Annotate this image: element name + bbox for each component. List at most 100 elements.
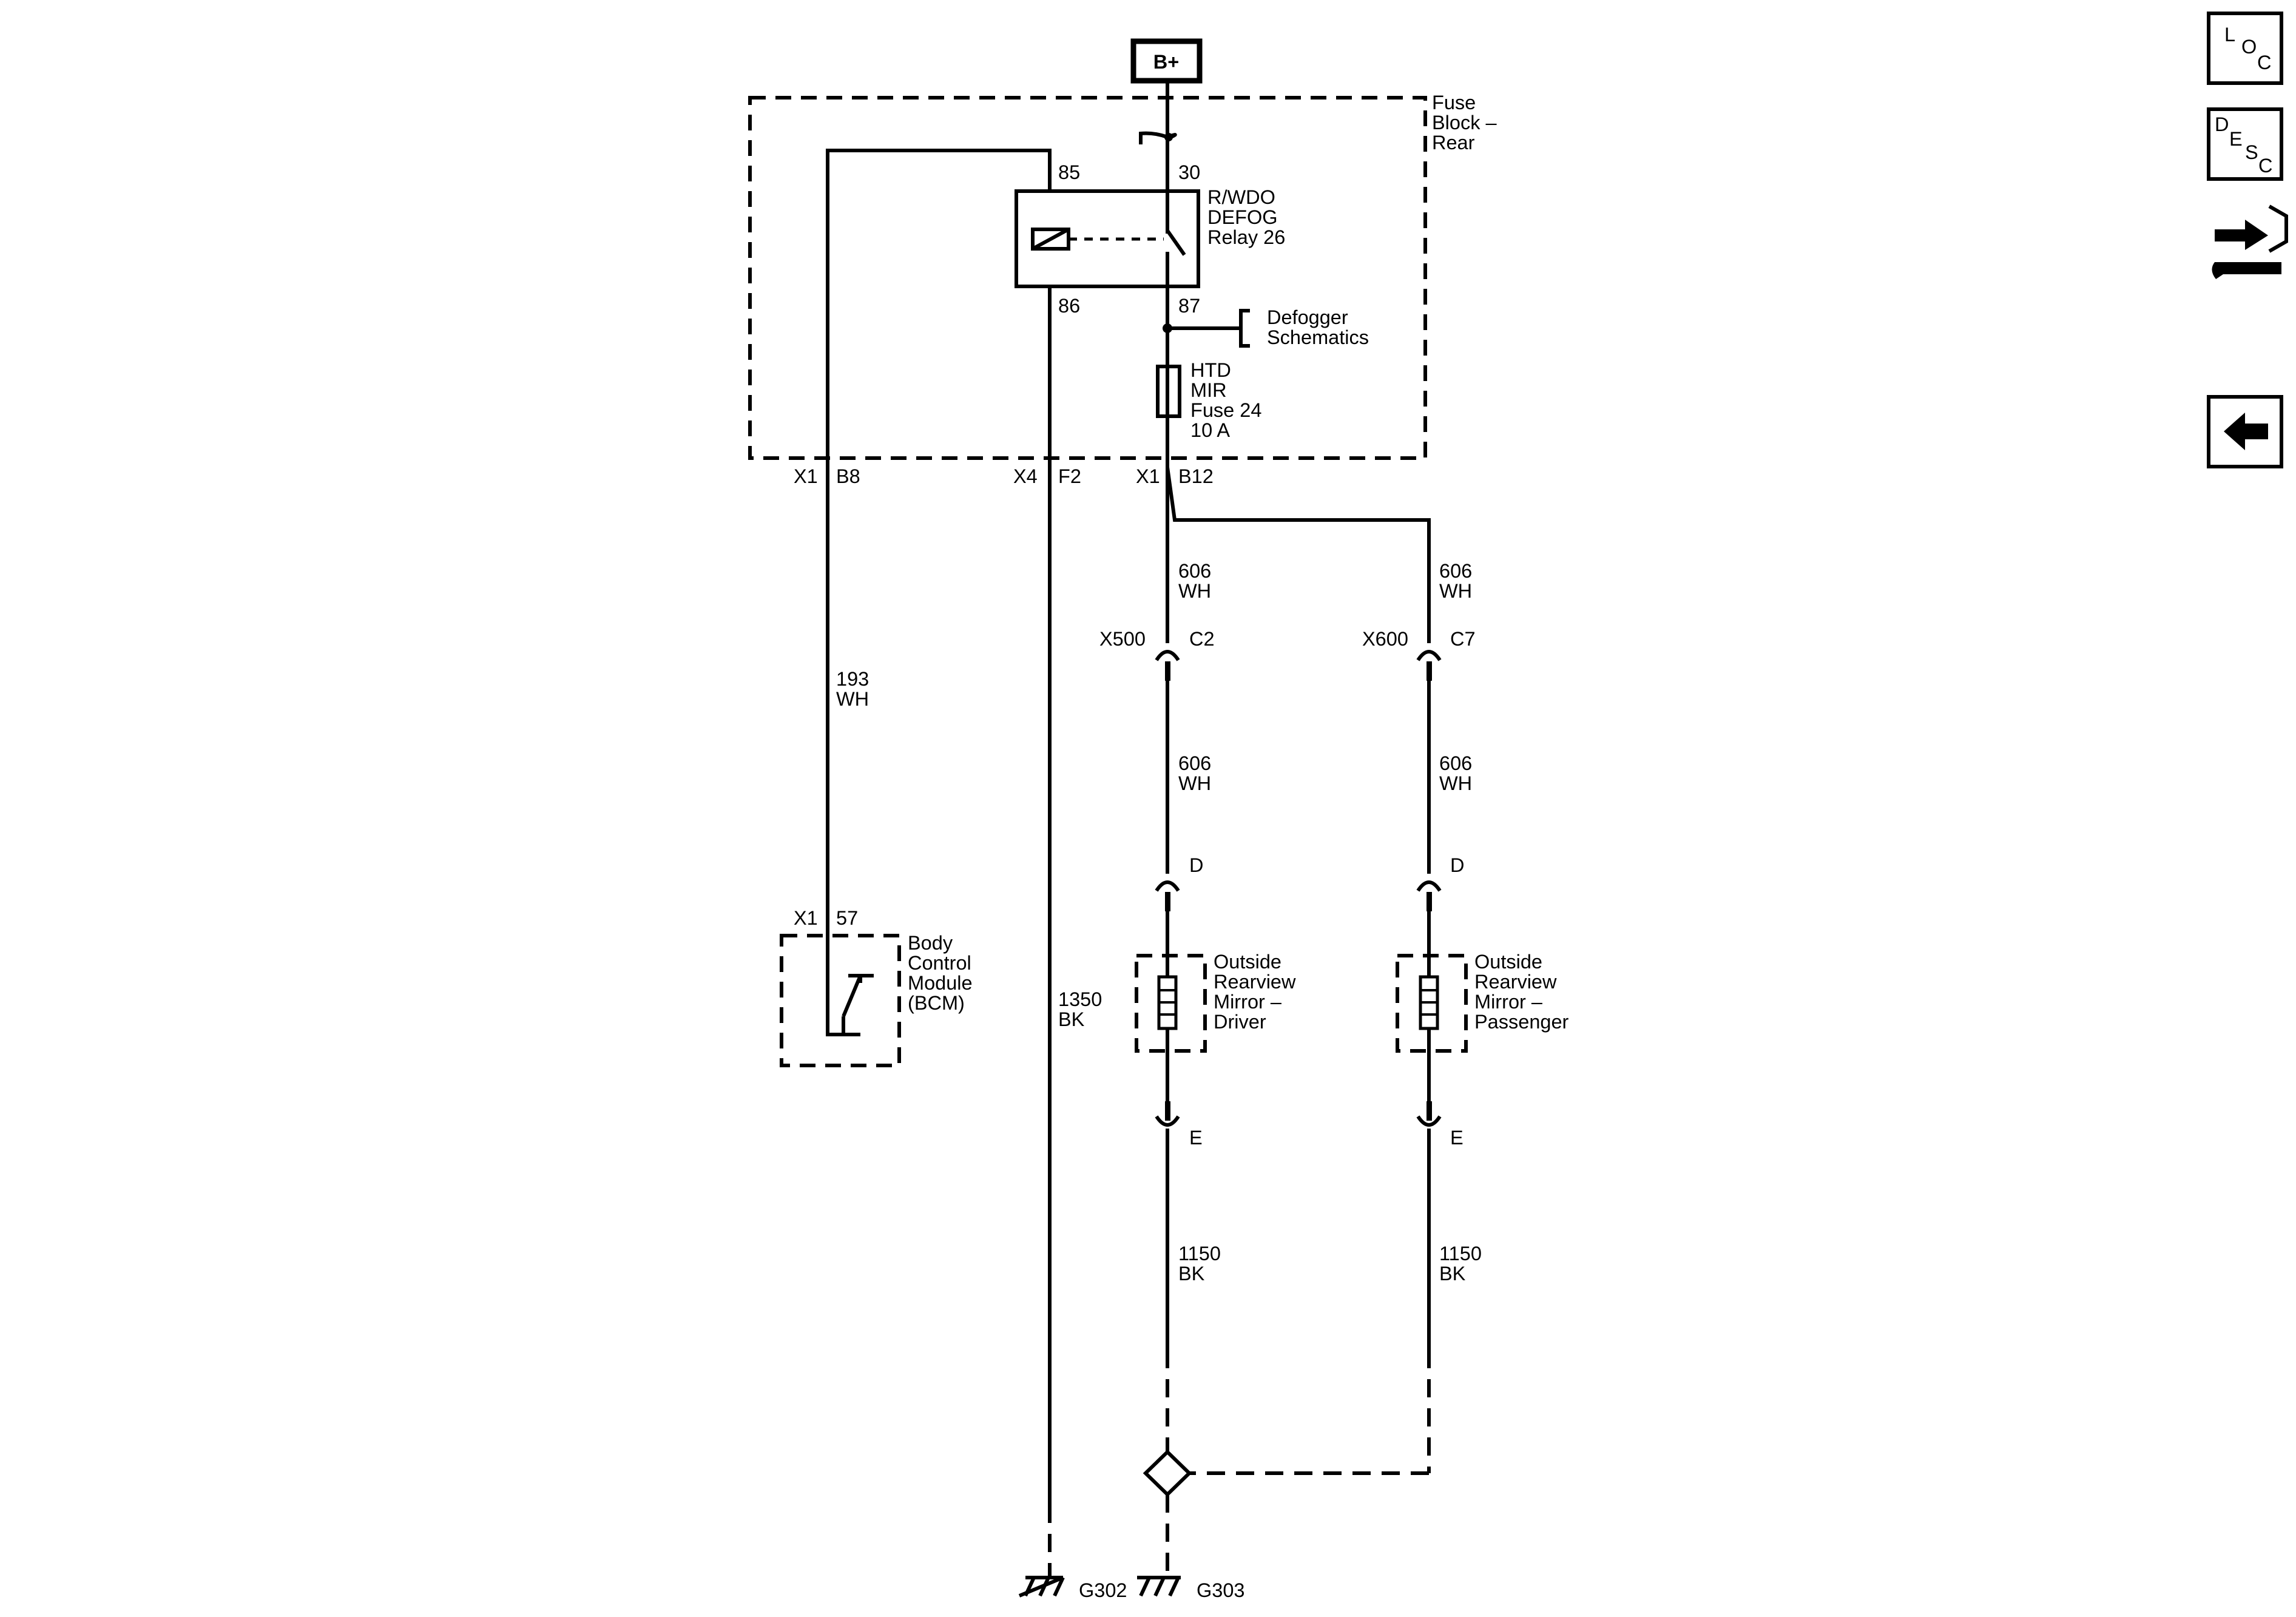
svg-text:G303: G303 — [1197, 1579, 1245, 1601]
svg-text:X1: X1 — [794, 465, 818, 487]
connector-x600: X600 C7 — [1362, 628, 1476, 681]
relay-pin-86: 86 — [1058, 295, 1080, 317]
svg-text:WH: WH — [1439, 580, 1472, 602]
svg-text:Block –: Block – — [1432, 112, 1497, 133]
svg-text:Module: Module — [908, 972, 973, 994]
svg-text:C: C — [2258, 155, 2272, 177]
svg-text:X1: X1 — [794, 907, 818, 929]
svg-text:WH: WH — [1439, 772, 1472, 794]
svg-text:Outside: Outside — [1214, 951, 1281, 973]
fuse-block-rear-label: Fuse Block – Rear — [1432, 92, 1497, 154]
svg-text:10 A: 10 A — [1190, 419, 1230, 441]
svg-text:Passenger: Passenger — [1474, 1011, 1569, 1033]
driver-mirror-connector-d: D — [1155, 854, 1203, 911]
svg-text:193: 193 — [836, 668, 869, 690]
svg-text:E: E — [1450, 1127, 1464, 1149]
svg-text:X4: X4 — [1013, 465, 1038, 487]
svg-text:E: E — [1189, 1127, 1203, 1149]
svg-text:R/WDO: R/WDO — [1207, 186, 1275, 208]
svg-text:WH: WH — [1178, 580, 1211, 602]
svg-text:D: D — [1450, 854, 1464, 876]
svg-text:C2: C2 — [1189, 628, 1215, 650]
wire-193-relay-to-bcm — [826, 149, 1052, 1036]
outside-rearview-mirror-driver: Outside Rearview Mirror – Driver — [1135, 951, 1296, 1053]
loc-button[interactable]: L O C — [2207, 12, 2283, 85]
svg-text:BK: BK — [1178, 1263, 1205, 1284]
relay-switch-contact — [1166, 229, 1186, 256]
svg-text:WH: WH — [1178, 772, 1211, 794]
svg-text:Rearview: Rearview — [1474, 971, 1557, 993]
fuse-block-connector-labels: X1 B8 X4 F2 X1 B12 — [794, 465, 1214, 487]
svg-text:BK: BK — [1058, 1008, 1085, 1030]
outside-rearview-mirror-passenger: Outside Rearview Mirror – Passenger — [1396, 951, 1569, 1053]
connector-x500: X500 C2 — [1099, 628, 1215, 681]
location-icon — [2207, 12, 2283, 85]
fuse-block-rear-outline — [748, 96, 1427, 460]
svg-text:B12: B12 — [1178, 465, 1214, 487]
svg-text:D: D — [2215, 113, 2229, 135]
ground-g302: G302 — [1018, 1576, 1127, 1601]
svg-text:Relay 26: Relay 26 — [1207, 226, 1285, 248]
svg-text:C7: C7 — [1450, 628, 1476, 650]
svg-text:Body: Body — [908, 932, 953, 954]
body-control-module: X1 57 Body Control Module (BCM) — [780, 907, 973, 1067]
svg-text:Fuse 24: Fuse 24 — [1190, 399, 1261, 421]
description-icon — [2207, 107, 2283, 181]
svg-text:1350: 1350 — [1058, 988, 1102, 1010]
svg-text:B8: B8 — [836, 465, 860, 487]
driver-mirror-connector-e: E — [1155, 1101, 1203, 1149]
connector-wrench-icon[interactable] — [2212, 204, 2288, 279]
svg-text:E: E — [2229, 128, 2243, 150]
svg-text:Mirror –: Mirror – — [1474, 991, 1543, 1013]
ground-g303: G303 — [1137, 1576, 1245, 1601]
splice-diamond — [1143, 1449, 1192, 1497]
svg-text:D: D — [1189, 854, 1203, 876]
svg-text:Mirror –: Mirror – — [1214, 991, 1282, 1013]
battery-label: B+ — [1153, 51, 1179, 73]
svg-text:(BCM): (BCM) — [908, 992, 965, 1014]
passenger-mirror-connector-e: E — [1416, 1101, 1464, 1149]
svg-text:606: 606 — [1178, 560, 1211, 582]
passenger-mirror-connector-d: D — [1416, 854, 1464, 911]
defogger-schematics-ref: Defogger Schematics — [1163, 306, 1369, 348]
wire-labels: 606 WH 606 WH 606 WH 606 WH 193 WH 1350 … — [836, 560, 1482, 1284]
svg-text:Rear: Rear — [1432, 132, 1475, 154]
svg-text:Driver: Driver — [1214, 1011, 1266, 1033]
svg-text:X600: X600 — [1362, 628, 1408, 650]
svg-text:DEFOG: DEFOG — [1207, 206, 1278, 228]
battery-source: B+ — [1130, 38, 1203, 132]
wire-606-split-passenger — [1166, 467, 1431, 643]
svg-text:Defogger: Defogger — [1267, 306, 1348, 328]
svg-text:Rearview: Rearview — [1214, 971, 1296, 993]
svg-text:1150: 1150 — [1439, 1243, 1482, 1264]
svg-text:Outside: Outside — [1474, 951, 1542, 973]
svg-text:BK: BK — [1439, 1263, 1466, 1284]
relay-pin-87: 87 — [1178, 295, 1200, 317]
svg-text:C: C — [2257, 52, 2271, 73]
svg-text:S: S — [2245, 141, 2258, 163]
svg-text:606: 606 — [1439, 560, 1472, 582]
svg-text:L: L — [2224, 24, 2235, 46]
svg-text:Fuse: Fuse — [1432, 92, 1476, 113]
svg-text:606: 606 — [1178, 752, 1211, 774]
svg-text:1150: 1150 — [1178, 1243, 1221, 1264]
back-button[interactable] — [2207, 395, 2283, 468]
svg-text:X500: X500 — [1099, 628, 1146, 650]
relay-pin-30: 30 — [1178, 161, 1200, 183]
htd-mir-fuse-24: HTD MIR Fuse 24 10 A — [1156, 359, 1261, 441]
svg-text:WH: WH — [836, 688, 869, 710]
svg-text:X1: X1 — [1136, 465, 1160, 487]
svg-text:57: 57 — [836, 907, 858, 929]
svg-text:MIR: MIR — [1190, 379, 1227, 401]
svg-text:Schematics: Schematics — [1267, 326, 1369, 348]
svg-text:HTD: HTD — [1190, 359, 1231, 381]
svg-text:606: 606 — [1439, 752, 1472, 774]
desc-button[interactable]: D E S C — [2207, 107, 2283, 181]
svg-text:O: O — [2241, 36, 2257, 58]
relay-pin-85: 85 — [1058, 161, 1080, 183]
svg-text:G302: G302 — [1079, 1579, 1127, 1601]
svg-text:F2: F2 — [1058, 465, 1081, 487]
rwdo-defog-relay: 85 30 86 87 R/WDO DEFOG Relay 26 — [1015, 132, 1285, 377]
svg-text:Control: Control — [908, 952, 971, 974]
